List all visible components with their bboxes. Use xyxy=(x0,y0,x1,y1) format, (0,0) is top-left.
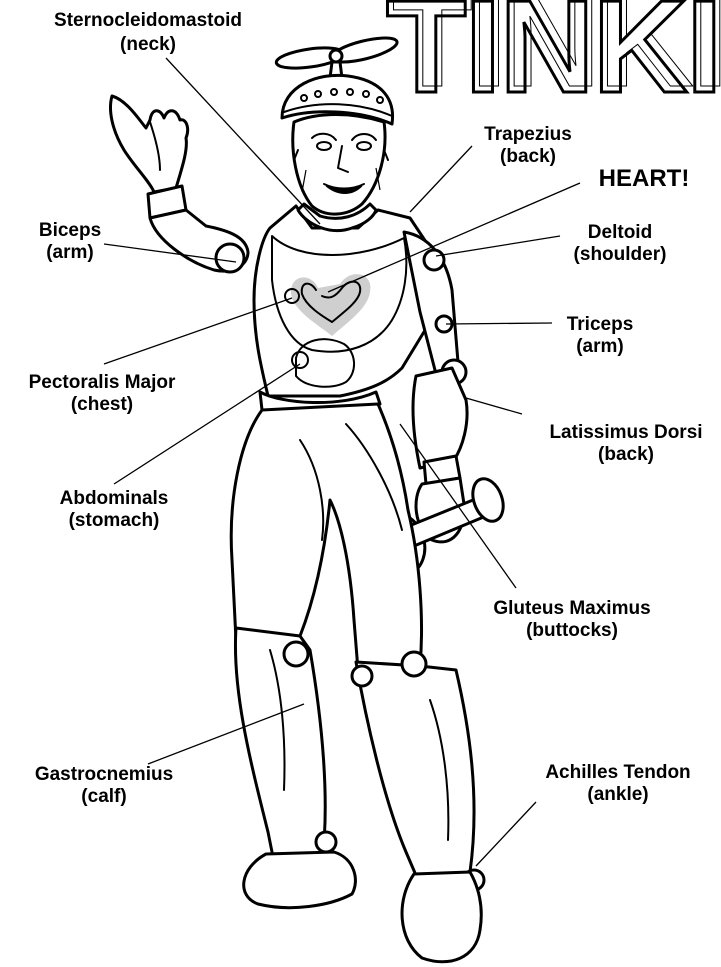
robot-boy-figure xyxy=(111,33,509,962)
label-name: Latissimus Dorsi xyxy=(549,422,702,443)
label-latissimus: Latissimus Dorsi (back) xyxy=(549,422,702,465)
line-latissimus xyxy=(466,398,522,414)
label-heart: HEART! xyxy=(599,165,690,192)
label-name: Biceps xyxy=(39,220,101,241)
label-gluteus: Gluteus Maximus (buttocks) xyxy=(493,598,650,641)
label-desc: (neck) xyxy=(120,34,176,55)
label-name: Pectoralis Major xyxy=(29,372,176,393)
propeller-cap xyxy=(275,33,399,124)
label-deltoid: Deltoid (shoulder) xyxy=(574,222,667,265)
label-desc: (back) xyxy=(598,444,654,465)
label-sternocleidomastoid: Sternocleidomastoid (neck) xyxy=(54,10,242,55)
label-name: Deltoid xyxy=(588,222,652,243)
label-pectoralis: Pectoralis Major (chest) xyxy=(29,372,176,415)
label-name: Achilles Tendon xyxy=(545,762,690,783)
head xyxy=(293,115,388,215)
label-gastrocnemius: Gastrocnemius (calf) xyxy=(35,764,173,807)
line-trapezius xyxy=(410,146,472,212)
title-logo: TINKID TINKID xyxy=(386,0,721,120)
label-name: HEART! xyxy=(599,165,690,192)
line-triceps xyxy=(446,323,552,324)
line-achilles xyxy=(476,802,536,866)
label-name: Gastrocnemius xyxy=(35,764,173,785)
label-name: Sternocleidomastoid xyxy=(54,10,242,31)
label-desc: (ankle) xyxy=(587,784,648,805)
title-inline: TINKID xyxy=(392,0,721,114)
label-name: Triceps xyxy=(567,314,634,335)
label-desc: (chest) xyxy=(71,394,133,415)
label-triceps: Triceps (arm) xyxy=(567,314,634,357)
label-name: Trapezius xyxy=(484,124,572,145)
label-name: Gluteus Maximus xyxy=(493,598,650,619)
label-desc: (arm) xyxy=(46,242,94,263)
label-desc: (back) xyxy=(500,146,556,167)
label-name: Abdominals xyxy=(60,488,169,509)
label-biceps: Biceps (arm) xyxy=(39,220,101,263)
label-achilles: Achilles Tendon (ankle) xyxy=(545,762,690,805)
line-deltoid xyxy=(436,236,560,256)
label-desc: (buttocks) xyxy=(526,620,618,641)
label-desc: (stomach) xyxy=(69,510,160,531)
label-abdominals: Abdominals (stomach) xyxy=(60,488,169,531)
label-desc: (shoulder) xyxy=(574,244,667,265)
label-desc: (arm) xyxy=(576,336,624,357)
label-trapezius: Trapezius (back) xyxy=(484,124,572,167)
label-desc: (calf) xyxy=(81,786,126,807)
raised-arm xyxy=(111,96,249,272)
